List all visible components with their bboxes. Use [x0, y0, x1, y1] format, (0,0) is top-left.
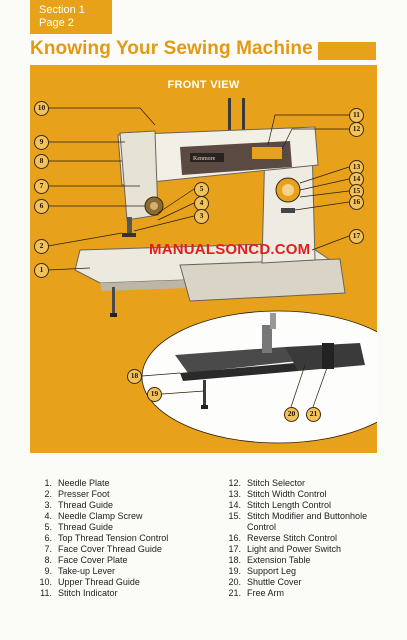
legend-item-label: Face Cover Thread Guide: [58, 544, 162, 554]
legend-item-number: 18.: [228, 555, 241, 565]
legend-item-label: Thread Guide: [58, 522, 114, 532]
section-label: Section 1: [39, 4, 85, 16]
callout-12: 12: [349, 122, 364, 137]
callout-1: 1: [34, 263, 49, 278]
legend-item-label: Reverse Stitch Control: [247, 533, 338, 543]
callout-3: 3: [194, 209, 209, 224]
legend-item-number: 6.: [44, 533, 52, 543]
parts-legend: 1. Needle Plate 2. Presser Foot 3. Thread Gui…: [30, 478, 390, 608]
legend-item: 12. Stitch Selector: [219, 478, 394, 489]
page-label: Page 2: [39, 17, 74, 29]
legend-item: 14. Stitch Length Control: [219, 500, 394, 511]
legend-item-label: Upper Thread Guide: [58, 577, 140, 587]
legend-item: 18. Extension Table: [219, 555, 394, 566]
legend-item: 6. Top Thread Tension Control: [30, 533, 220, 544]
legend-item-number: 4.: [44, 511, 52, 521]
legend-column-right: 12. Stitch Selector 13. Stitch Width Contro…: [219, 478, 394, 599]
legend-item: 8. Face Cover Plate: [30, 555, 220, 566]
legend-item: 9. Take-up Lever: [30, 566, 220, 577]
legend-item-label: Stitch Length Control: [247, 500, 332, 510]
legend-item-label: Stitch Indicator: [58, 588, 118, 598]
legend-item: 3. Thread Guide: [30, 500, 220, 511]
legend-item-number: 10.: [39, 577, 52, 587]
legend-item-number: 7.: [44, 544, 52, 554]
legend-item-number: 1.: [44, 478, 52, 488]
legend-item-number: 13.: [228, 489, 241, 499]
callout-7: 7: [34, 179, 49, 194]
legend-item-number: 21.: [228, 588, 241, 598]
legend-item-label: Needle Plate: [58, 478, 110, 488]
front-view-figure: Kenmore: [30, 65, 377, 453]
legend-item-label: Stitch Selector: [247, 478, 306, 488]
legend-item-label: Needle Clamp Screw: [58, 511, 143, 521]
legend-item-label: Top Thread Tension Control: [58, 533, 169, 543]
legend-item: 20. Shuttle Cover: [219, 577, 394, 588]
legend-column-left: 1. Needle Plate 2. Presser Foot 3. Thread Gui…: [30, 478, 220, 599]
legend-item-label: Face Cover Plate: [58, 555, 128, 565]
legend-item-number: 12.: [228, 478, 241, 488]
callout-17: 17: [349, 229, 364, 244]
legend-item-label: Free Arm: [247, 588, 285, 598]
legend-item: 15. Stitch Modifier and Buttonhole Contro…: [219, 511, 394, 533]
legend-item: 4. Needle Clamp Screw: [30, 511, 220, 522]
legend-item: 7. Face Cover Thread Guide: [30, 544, 220, 555]
legend-item: 2. Presser Foot: [30, 489, 220, 500]
callout-2: 2: [34, 239, 49, 254]
legend-item-number: 19.: [228, 566, 241, 576]
legend-item-number: 14.: [228, 500, 241, 510]
callout-21: 21: [306, 407, 321, 422]
callout-8: 8: [34, 154, 49, 169]
legend-item-number: 16.: [228, 533, 241, 543]
legend-item: 13. Stitch Width Control: [219, 489, 394, 500]
legend-item: 16. Reverse Stitch Control: [219, 533, 394, 544]
callout-19: 19: [147, 387, 162, 402]
callout-14: 14: [349, 172, 364, 187]
legend-item: 10. Upper Thread Guide: [30, 577, 220, 588]
callout-4: 4: [194, 196, 209, 211]
legend-item: 5. Thread Guide: [30, 522, 220, 533]
callout-10: 10: [34, 101, 49, 116]
legend-item-label: Thread Guide: [58, 500, 114, 510]
callout-6: 6: [34, 199, 49, 214]
callout-20: 20: [284, 407, 299, 422]
legend-item-label: Extension Table: [247, 555, 311, 565]
figure-caption: FRONT VIEW: [167, 79, 240, 91]
legend-item: 19. Support Leg: [219, 566, 394, 577]
callout-9: 9: [34, 135, 49, 150]
callout-18: 18: [127, 369, 142, 384]
legend-item-label: Take-up Lever: [58, 566, 116, 576]
legend-item: 1. Needle Plate: [30, 478, 220, 489]
legend-item-label: Stitch Width Control: [247, 489, 327, 499]
title-rule: [318, 42, 376, 60]
legend-item: 21. Free Arm: [219, 588, 394, 599]
legend-item-number: 5.: [44, 522, 52, 532]
callout-5: 5: [194, 182, 209, 197]
legend-item-number: 3.: [44, 500, 52, 510]
legend-item: 11. Stitch Indicator: [30, 588, 220, 599]
legend-item-label: Light and Power Switch: [247, 544, 342, 554]
legend-item-number: 11.: [40, 588, 52, 598]
legend-item-number: 17.: [228, 544, 241, 554]
legend-item: 17. Light and Power Switch: [219, 544, 394, 555]
legend-item-number: 15.: [228, 511, 241, 521]
section-tab: Section 1 Page 2: [30, 0, 112, 34]
callout-16: 16: [349, 195, 364, 210]
page-title: Knowing Your Sewing Machine: [30, 38, 313, 59]
legend-item-label: Shuttle Cover: [247, 577, 302, 587]
legend-item-number: 9.: [44, 566, 52, 576]
sewing-machine-illustration: Kenmore: [47, 98, 377, 444]
legend-item-label: Stitch Modifier and Buttonhole Control: [247, 511, 368, 532]
legend-item-label: Support Leg: [247, 566, 297, 576]
legend-item-number: 8.: [44, 555, 52, 565]
callout-11: 11: [349, 108, 364, 123]
legend-item-number: 20.: [228, 577, 241, 587]
legend-item-label: Presser Foot: [58, 489, 110, 499]
watermark: MANUALSONCD.COM: [149, 241, 311, 258]
brand-label: Kenmore: [193, 156, 216, 162]
legend-item-number: 2.: [44, 489, 52, 499]
